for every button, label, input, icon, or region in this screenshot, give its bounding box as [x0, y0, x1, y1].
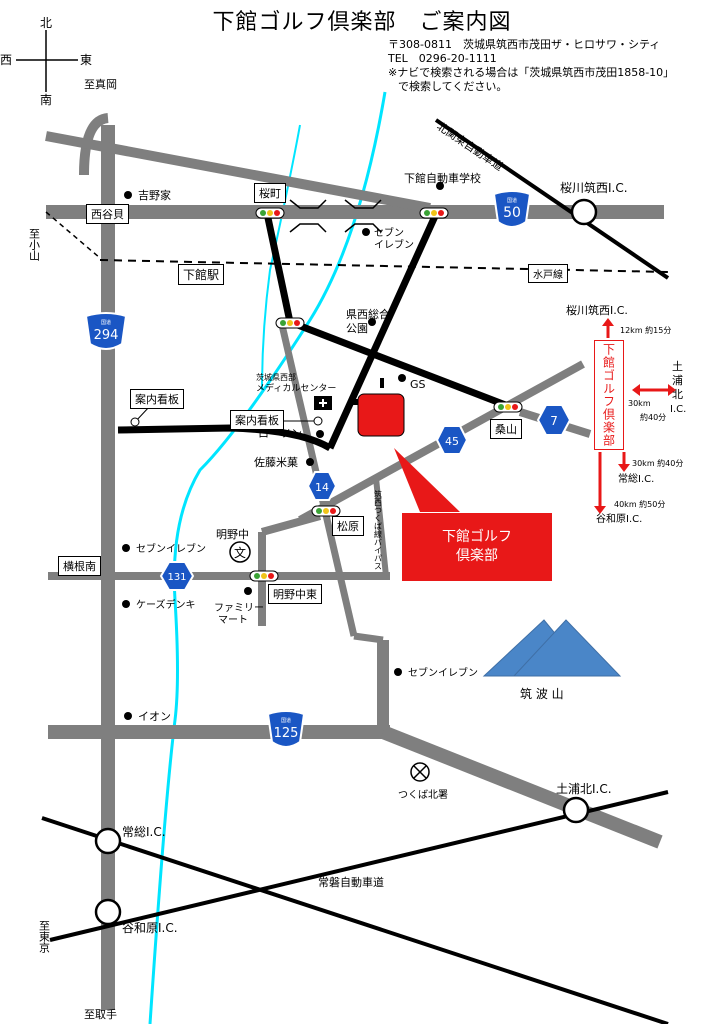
sign-pointers [130, 405, 323, 427]
svg-text:文: 文 [234, 545, 246, 560]
landmark-dots [122, 182, 444, 720]
tsuchiura-ic-label: 土浦北I.C. [556, 782, 612, 796]
lawson-label: ローソン [258, 427, 302, 440]
address-note-2: で検索してください。 [398, 80, 508, 93]
svg-text:国道: 国道 [101, 319, 111, 326]
river [148, 91, 387, 1024]
dist-joso-value: 30km 約40分 [632, 458, 683, 468]
compass-south: 南 [40, 92, 52, 107]
meino-school-label: 明野中 [216, 528, 249, 541]
medical-label-b: メディカルセンター [256, 382, 336, 394]
yoshinoya-label: 吉野家 [138, 188, 171, 202]
route-50-number: 50 [503, 205, 521, 221]
golf-vertical-label: 下館ゴルフ倶楽部 [594, 340, 624, 450]
route-294-number: 294 [94, 328, 119, 343]
route-14-number: 14 [315, 481, 329, 494]
sato-label: 佐藤米菓 [254, 455, 298, 469]
dist-tsuchiura-1: 土 [672, 360, 683, 373]
to-mamaoka-label: 至真岡 [84, 77, 117, 91]
familymart-label-a: ファミリー [214, 603, 264, 614]
police-label: つくば北署 [398, 789, 448, 801]
kensei-park-label-a: 県西総合 [346, 307, 390, 321]
sign-annai-2: 案内看板 [230, 410, 284, 430]
golf-name-line2: 倶楽部 [456, 548, 498, 564]
compass-west: 西 [0, 53, 12, 67]
joban-label: 常磐自動車道 [318, 875, 384, 889]
intersection-nishiyakai: 西谷貝 [86, 204, 129, 224]
station-label: 下館駅 [178, 264, 225, 285]
compass-east: 東 [80, 53, 92, 67]
aeon-label: イオン [138, 710, 171, 723]
page-title: 下館ゴルフ倶楽部 ご案内図 [212, 10, 512, 35]
gs-label: GS [410, 378, 426, 391]
driving-school-label: 下館自動車学校 [404, 171, 481, 185]
route-131-number: 131 [167, 572, 186, 583]
dist-tsuchiura-km: 30km [628, 399, 651, 408]
route-45-number: 45 [445, 435, 459, 448]
address-postal: 〒308-0811 茨城県筑西市茂田ザ・ヒロサワ・シティ [388, 38, 661, 51]
dist-joso-label: 常総I.C. [618, 472, 654, 485]
seven2-label: セブンイレブン [136, 542, 206, 555]
dist-tsuchiura-3: 北 [672, 388, 683, 401]
dist-tsuchiura-4: I.C. [670, 404, 686, 415]
intersection-matsubara: 松原 [332, 516, 364, 536]
to-toride-label: 至取手 [84, 1007, 117, 1021]
golf-course-marker [357, 393, 460, 512]
interchanges [94, 198, 598, 926]
overpass-marks [289, 199, 382, 233]
to-oyama-label: 至小山 [28, 228, 41, 261]
intersection-kuwayama: 桑山 [490, 419, 522, 439]
police-icon [410, 762, 430, 782]
route-shields: 国道 50 国道 294 131 国道 125 45 14 7 [84, 190, 572, 748]
dist-sakuragawa-value: 12km 約15分 [620, 325, 671, 335]
golf-course-callout: 下館ゴルフ 倶楽部 [402, 513, 552, 581]
black-roads [41, 118, 670, 1024]
compass: 北 南 東 西 [0, 16, 92, 107]
medical-label-a: 茨城県西部 [256, 372, 296, 382]
rail-line-label: 水戸線 [528, 264, 568, 283]
compass-north: 北 [40, 16, 52, 30]
sign-annai-1: 案内看板 [130, 389, 184, 409]
intersection-meinochu-higashi: 明野中東 [268, 584, 322, 604]
svg-text:国道: 国道 [507, 197, 517, 204]
seven1-label-b: イレブン [374, 238, 414, 251]
mount-tsukuba [482, 619, 622, 677]
ksdenki-label: ケーズデンキ [136, 598, 196, 611]
school-icon: 文 [229, 541, 251, 563]
rail-line [45, 211, 669, 273]
dist-sakuragawa-label: 桜川筑西I.C. [566, 303, 628, 317]
tsukuba-label: 筑 波 山 [520, 686, 564, 701]
river-branch [261, 124, 301, 391]
address-note-1: ※ナビで検索される場合は「茨城県筑西市茂田1858-10」 [388, 66, 675, 79]
route-7-number: 7 [550, 414, 558, 428]
yawara-ic-label: 谷和原I.C. [122, 921, 178, 935]
dist-yawara-label: 谷和原I.C. [596, 513, 642, 525]
seven3-label: セブンイレブン [408, 666, 478, 679]
sakuragawa-ic-label: 桜川筑西I.C. [560, 180, 628, 195]
traffic-lights [249, 207, 523, 582]
address-tel: TEL 0296-20-1111 [388, 52, 497, 65]
intersection-sakuramachi: 桜町 [254, 183, 286, 203]
bypass-label: 筑西つくば線バイパス [374, 489, 383, 570]
golf-name-line1: 下館ゴルフ [442, 529, 512, 545]
to-tokyo-label: 至東京 [38, 920, 51, 954]
dist-yawara-value: 40km 約50分 [614, 499, 665, 509]
dist-tsuchiura-min: 約40分 [640, 412, 666, 422]
seven1-label-a: セブン [374, 226, 404, 239]
distance-arrows [594, 318, 676, 514]
familymart-label-b: マート [218, 615, 248, 626]
hospital-icon [314, 396, 332, 410]
kensei-park-label-b: 公園 [346, 322, 368, 335]
dist-tsuchiura-2: 浦 [672, 374, 683, 387]
intersection-yokonemi: 横根南 [58, 556, 101, 576]
gray-roads [45, 113, 664, 1010]
svg-text:国道: 国道 [281, 717, 291, 724]
kitakanto-label: 北関東自動車道 [434, 119, 506, 174]
joso-ic-label: 常総I.C. [122, 825, 166, 839]
route-125-number: 125 [274, 726, 299, 741]
